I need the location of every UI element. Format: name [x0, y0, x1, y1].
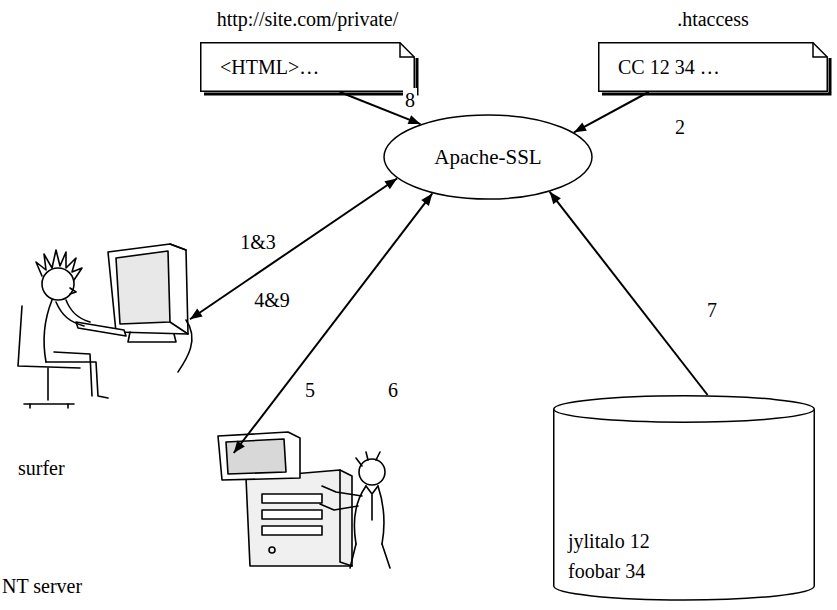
- surfer-figure-part: [66, 300, 90, 322]
- surfer-figure-part: [76, 322, 126, 336]
- document-name: http://site.com/private/: [200, 7, 415, 31]
- database-top: [554, 396, 815, 423]
- surfer-figure-part: [18, 306, 80, 368]
- surfer-figure-part: [116, 251, 170, 324]
- nt-server-figure-part: [218, 432, 300, 480]
- document-outline: [201, 43, 415, 92]
- connector-arrow: [190, 179, 397, 320]
- surfer-figure-part: [44, 300, 52, 362]
- surfer-figure: [18, 244, 192, 408]
- figure-label: surfer: [18, 456, 65, 480]
- surfer-figure-part: [170, 244, 188, 334]
- nt-server-figure-part: [269, 547, 275, 553]
- surfer-figure-part: [70, 288, 76, 294]
- database-entry: foobar 34: [568, 556, 805, 586]
- database-entry: jylitalo 12: [568, 526, 805, 556]
- figure-label: NT server: [2, 574, 82, 598]
- surfer-figure-part: [42, 268, 74, 300]
- figure-node: surfer: [10, 245, 190, 410]
- document-fold: [400, 43, 414, 57]
- surfer-figure-part: [56, 302, 84, 326]
- nt-server-figure-part: [262, 494, 322, 503]
- nt-server-figure-part: [378, 486, 384, 544]
- step-number: 6: [386, 378, 400, 402]
- surfer-figure-part: [36, 250, 82, 280]
- document-box: http://site.com/private/<HTML>…: [200, 42, 415, 92]
- document-outline: [599, 43, 828, 92]
- document-box: .htaccessCC 12 34 …: [598, 42, 828, 92]
- step-number: 2: [673, 115, 687, 139]
- document-content: <HTML>…: [220, 55, 319, 79]
- nt-server-figure-part: [359, 459, 385, 485]
- surfer-figure-part: [47, 368, 49, 400]
- nt-server-figure-part: [350, 544, 390, 568]
- nt-server-figure-part: [226, 439, 286, 474]
- server-name: Apache-SSL: [434, 145, 541, 169]
- figure-node: NT server: [225, 440, 400, 570]
- nt-server-figure-part: [262, 510, 322, 519]
- connector-arrow: [550, 192, 708, 395]
- database-cylinder: jylitalo 12foobar 34: [553, 395, 815, 600]
- nt-server-figure-part: [246, 470, 352, 566]
- surfer-figure-part: [178, 320, 192, 372]
- step-number: 4&9: [252, 288, 292, 312]
- ellipse-outline: [384, 115, 592, 199]
- nt-server-figure-part: [366, 486, 378, 520]
- nt-server-figure: [218, 432, 390, 568]
- document-content: CC 12 34 …: [618, 55, 720, 79]
- nt-server-figure-part: [320, 504, 358, 510]
- nt-server-figure-part: [322, 486, 362, 496]
- surfer-figure-part: [128, 332, 176, 342]
- connector-arrow: [574, 92, 649, 132]
- surfer-figure-part: [30, 404, 68, 408]
- surfer-figure-part: [108, 244, 188, 334]
- step-number: 7: [705, 298, 719, 322]
- database-outline: [554, 409, 815, 600]
- surfer-figure-part: [24, 403, 74, 405]
- nt-server-figure-part: [356, 452, 380, 466]
- step-number: 1&3: [238, 230, 278, 254]
- nt-server-figure-part: [340, 470, 352, 566]
- nt-server-figure-part: [262, 526, 322, 535]
- connector-arrow: [234, 193, 433, 453]
- document-fold: [813, 43, 827, 57]
- server-ellipse: Apache-SSL: [383, 114, 593, 200]
- surfer-figure-part: [54, 352, 92, 396]
- step-number: 8: [403, 88, 417, 112]
- step-number: 5: [303, 378, 317, 402]
- document-name: .htaccess: [598, 7, 828, 31]
